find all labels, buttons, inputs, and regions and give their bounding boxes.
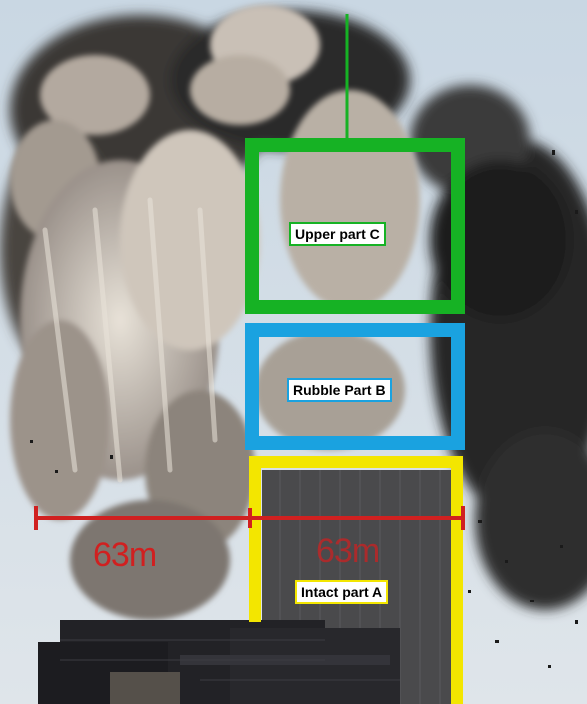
debris-specks	[30, 150, 578, 668]
width-label-left: 63m	[93, 536, 157, 574]
width-measure	[34, 506, 465, 530]
intact-part-label: Intact part A	[295, 580, 389, 604]
width-label-right: 63m	[316, 532, 380, 570]
upper-part-box	[245, 138, 465, 314]
rubble-part-label: Rubble Part B	[287, 378, 392, 402]
foreground-buildings	[38, 620, 400, 704]
rubble-part-box	[245, 323, 465, 450]
debris-streaks	[42, 197, 218, 483]
intact-part-frame-corner	[249, 612, 261, 622]
intact-part-frame	[249, 456, 463, 704]
upper-part-label: Upper part C	[289, 222, 386, 246]
